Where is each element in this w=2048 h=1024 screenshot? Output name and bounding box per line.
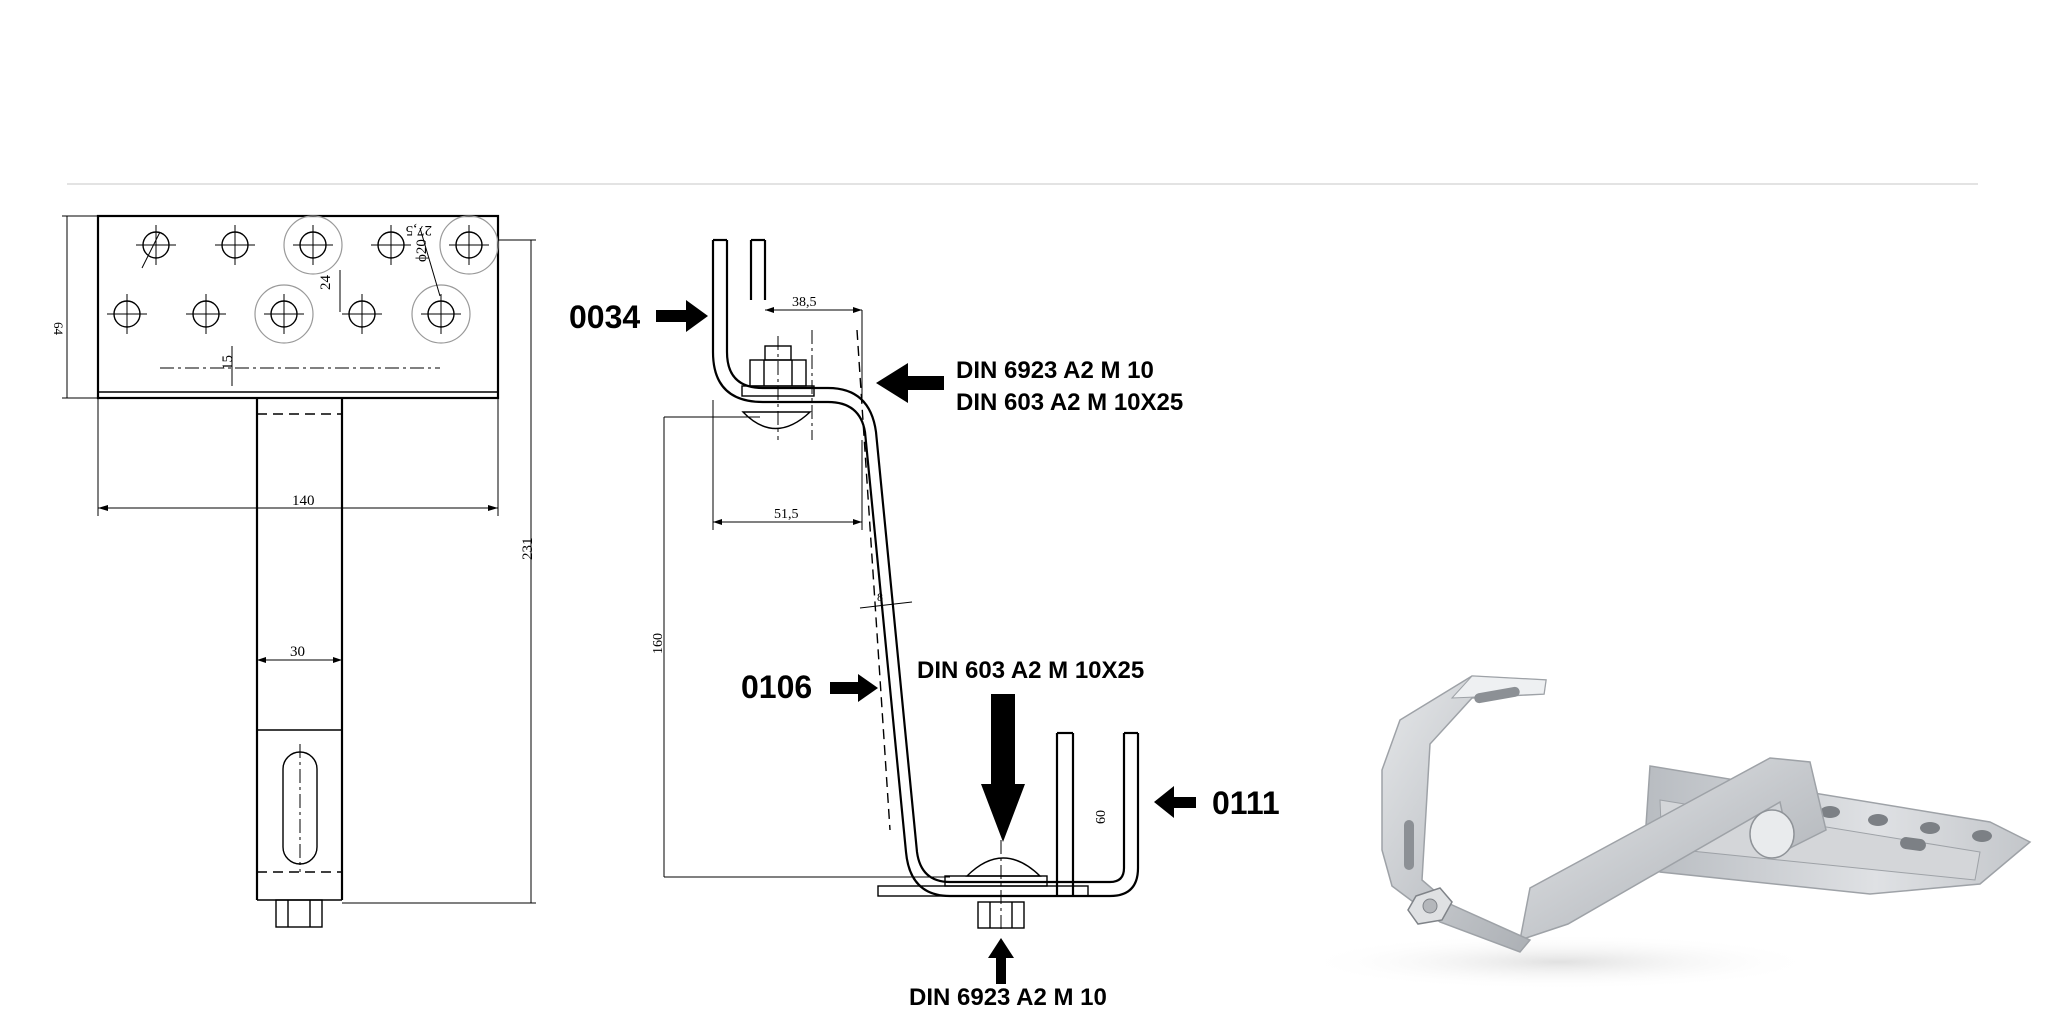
plate-holes [107, 215, 499, 344]
product-photo [1300, 675, 2032, 990]
top-bolt-assembly [741, 330, 815, 440]
base-plate-outline [96, 214, 500, 400]
nut-bottom-front [275, 899, 323, 928]
vertical-arm [255, 398, 344, 928]
dim-hole-24: 24 [318, 275, 334, 291]
label-top-nut: DIN 6923 A2 M 10 [956, 357, 1154, 384]
arrow-top-fasteners [876, 363, 944, 403]
label-top-bolt: DIN 603 A2 M 10X25 [956, 389, 1183, 416]
dim-60: 60 [1094, 810, 1109, 824]
dim-160: 160 [651, 633, 666, 654]
label-mid-bolt: DIN 603 A2 M 10X25 [917, 657, 1144, 684]
dim-hole-diameter: ϕ20 [414, 239, 430, 262]
arrow-0111 [1154, 786, 1196, 818]
dim-hole-pitch: 27,5 [406, 222, 432, 238]
part-label-0106: 0106 [741, 669, 812, 705]
dim-plate-width: 140 [292, 493, 315, 509]
arrow-bottom-nut [988, 938, 1014, 984]
dim-51-5: 51,5 [774, 507, 799, 522]
dim-plate-height: 64 [51, 322, 66, 336]
arrow-mid-bolt [981, 694, 1025, 842]
dim-8: 8 [877, 590, 883, 604]
part-label-0111: 0111 [1212, 785, 1280, 821]
front-view: 27,5 24 ϕ20 15 64 140 [51, 214, 536, 928]
dim-38-5: 38,5 [792, 295, 817, 310]
arrow-0034 [656, 300, 708, 332]
part-label-0034: 0034 [569, 299, 640, 335]
bottom-bolt-assembly [877, 840, 1089, 932]
arrow-0106 [830, 674, 878, 702]
label-bottom-nut: DIN 6923 A2 M 10 [909, 984, 1107, 1011]
dim-edge-15: 15 [220, 355, 236, 370]
dim-total-height: 231 [520, 538, 536, 561]
side-view: 38,5 51,5 160 8 60 0034 DIN 6923 A2 M 10… [569, 238, 1280, 1011]
upper-hook-profile [711, 240, 1140, 898]
dim-arm-width: 30 [290, 644, 305, 660]
